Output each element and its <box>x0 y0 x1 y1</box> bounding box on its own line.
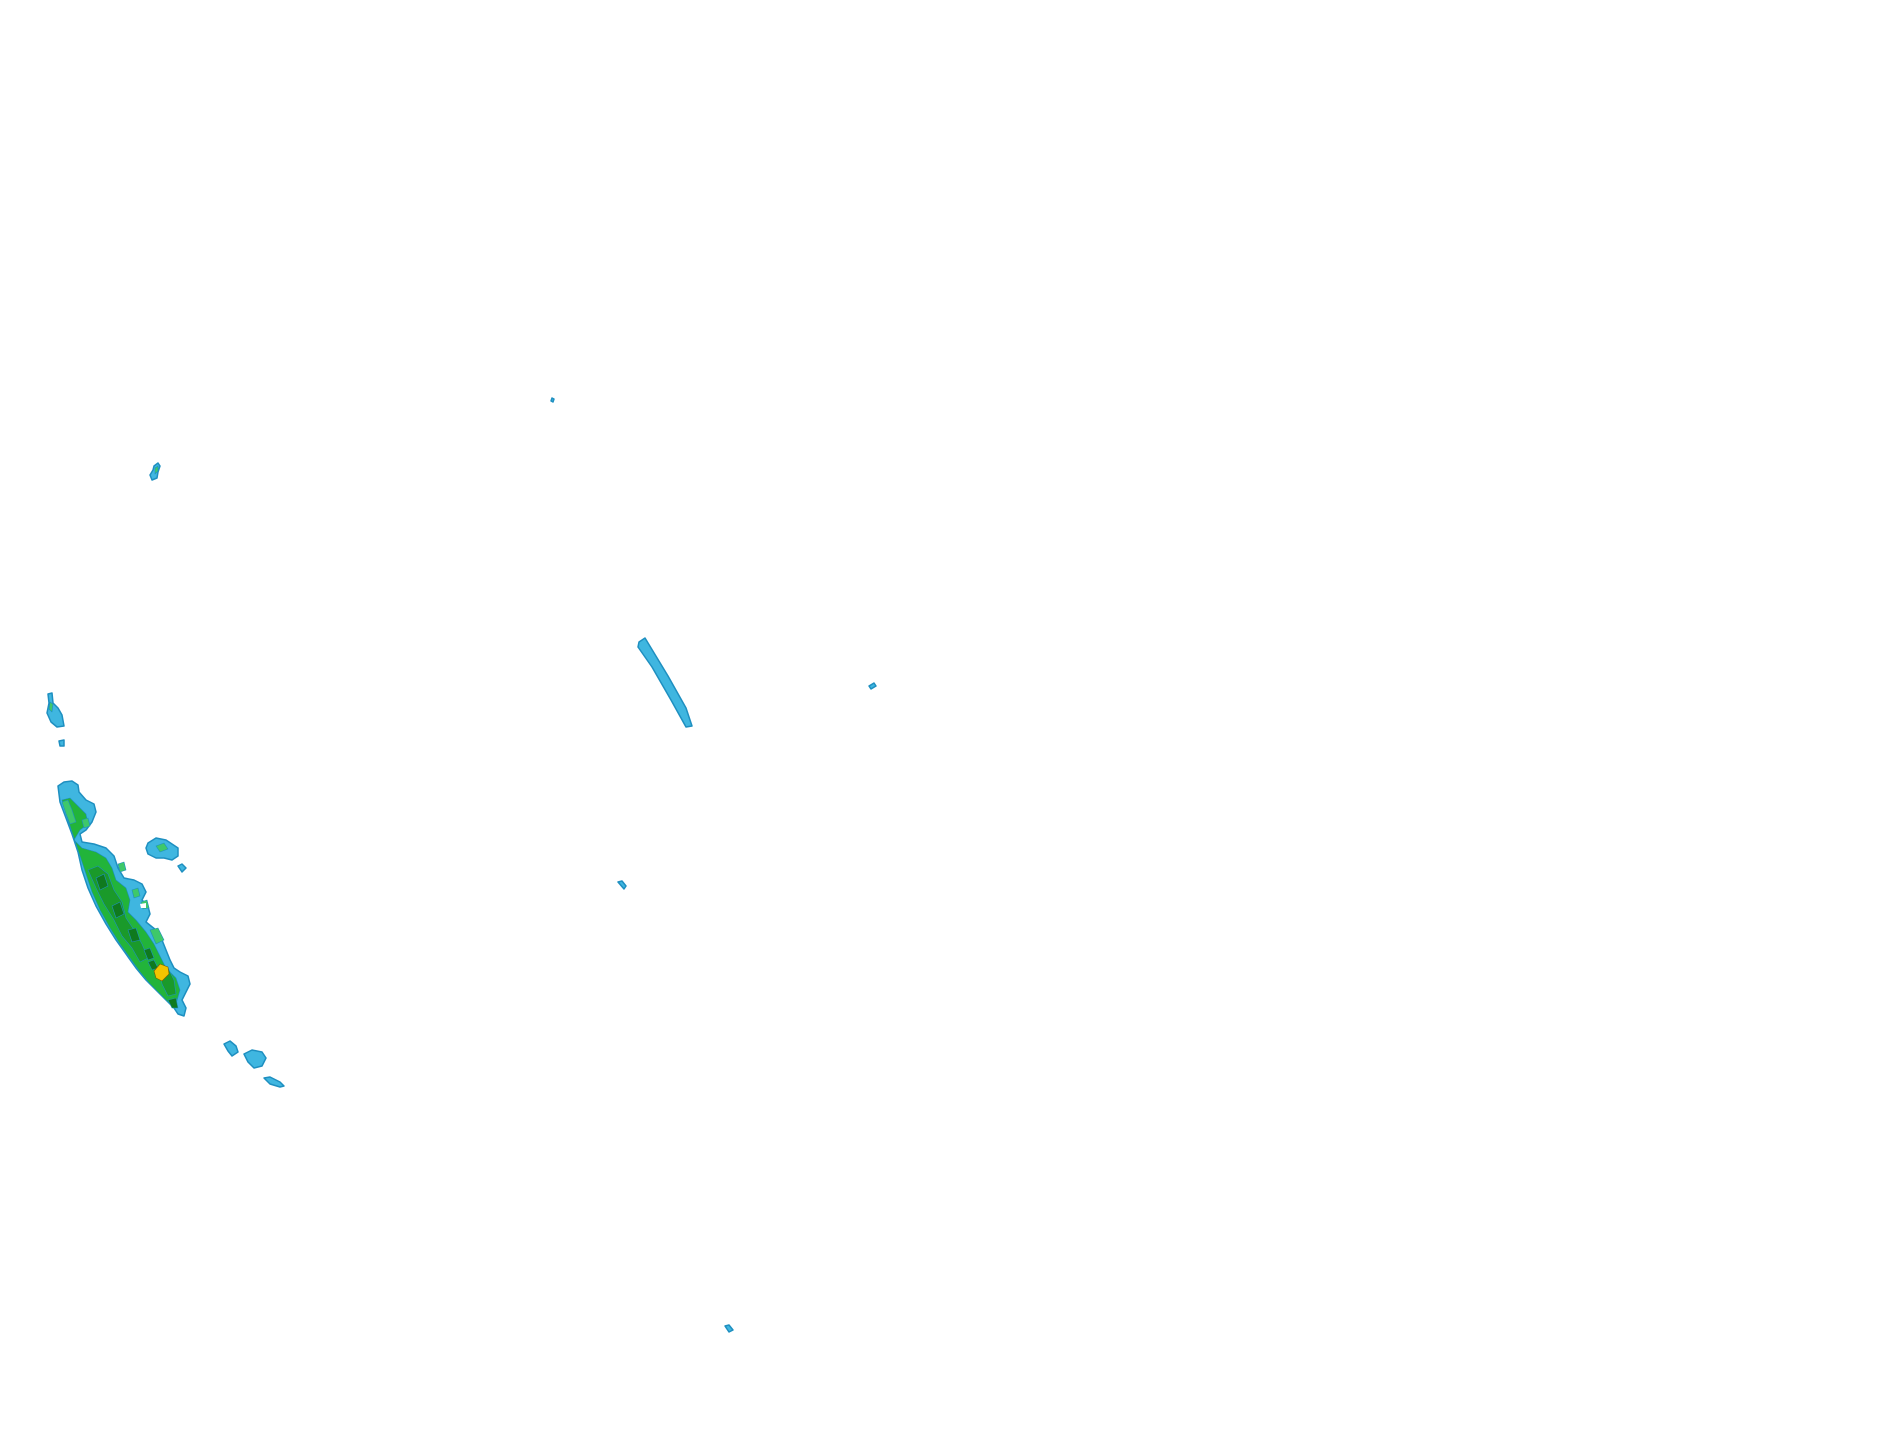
echo-streak-diagonal <box>637 637 693 728</box>
echo-cell-left-edge <box>46 692 65 747</box>
echo-squall-line <box>57 780 191 1017</box>
echo-cell-east <box>145 837 187 873</box>
echo-cells-south <box>223 1040 285 1088</box>
echo-blip-right <box>868 682 877 690</box>
echo-gaps <box>140 903 157 920</box>
echo-blip-bottom <box>724 1324 734 1333</box>
echo-blip-center <box>617 880 627 890</box>
echo-speck-top <box>550 397 555 403</box>
echo-cell-upper-left <box>149 462 161 481</box>
